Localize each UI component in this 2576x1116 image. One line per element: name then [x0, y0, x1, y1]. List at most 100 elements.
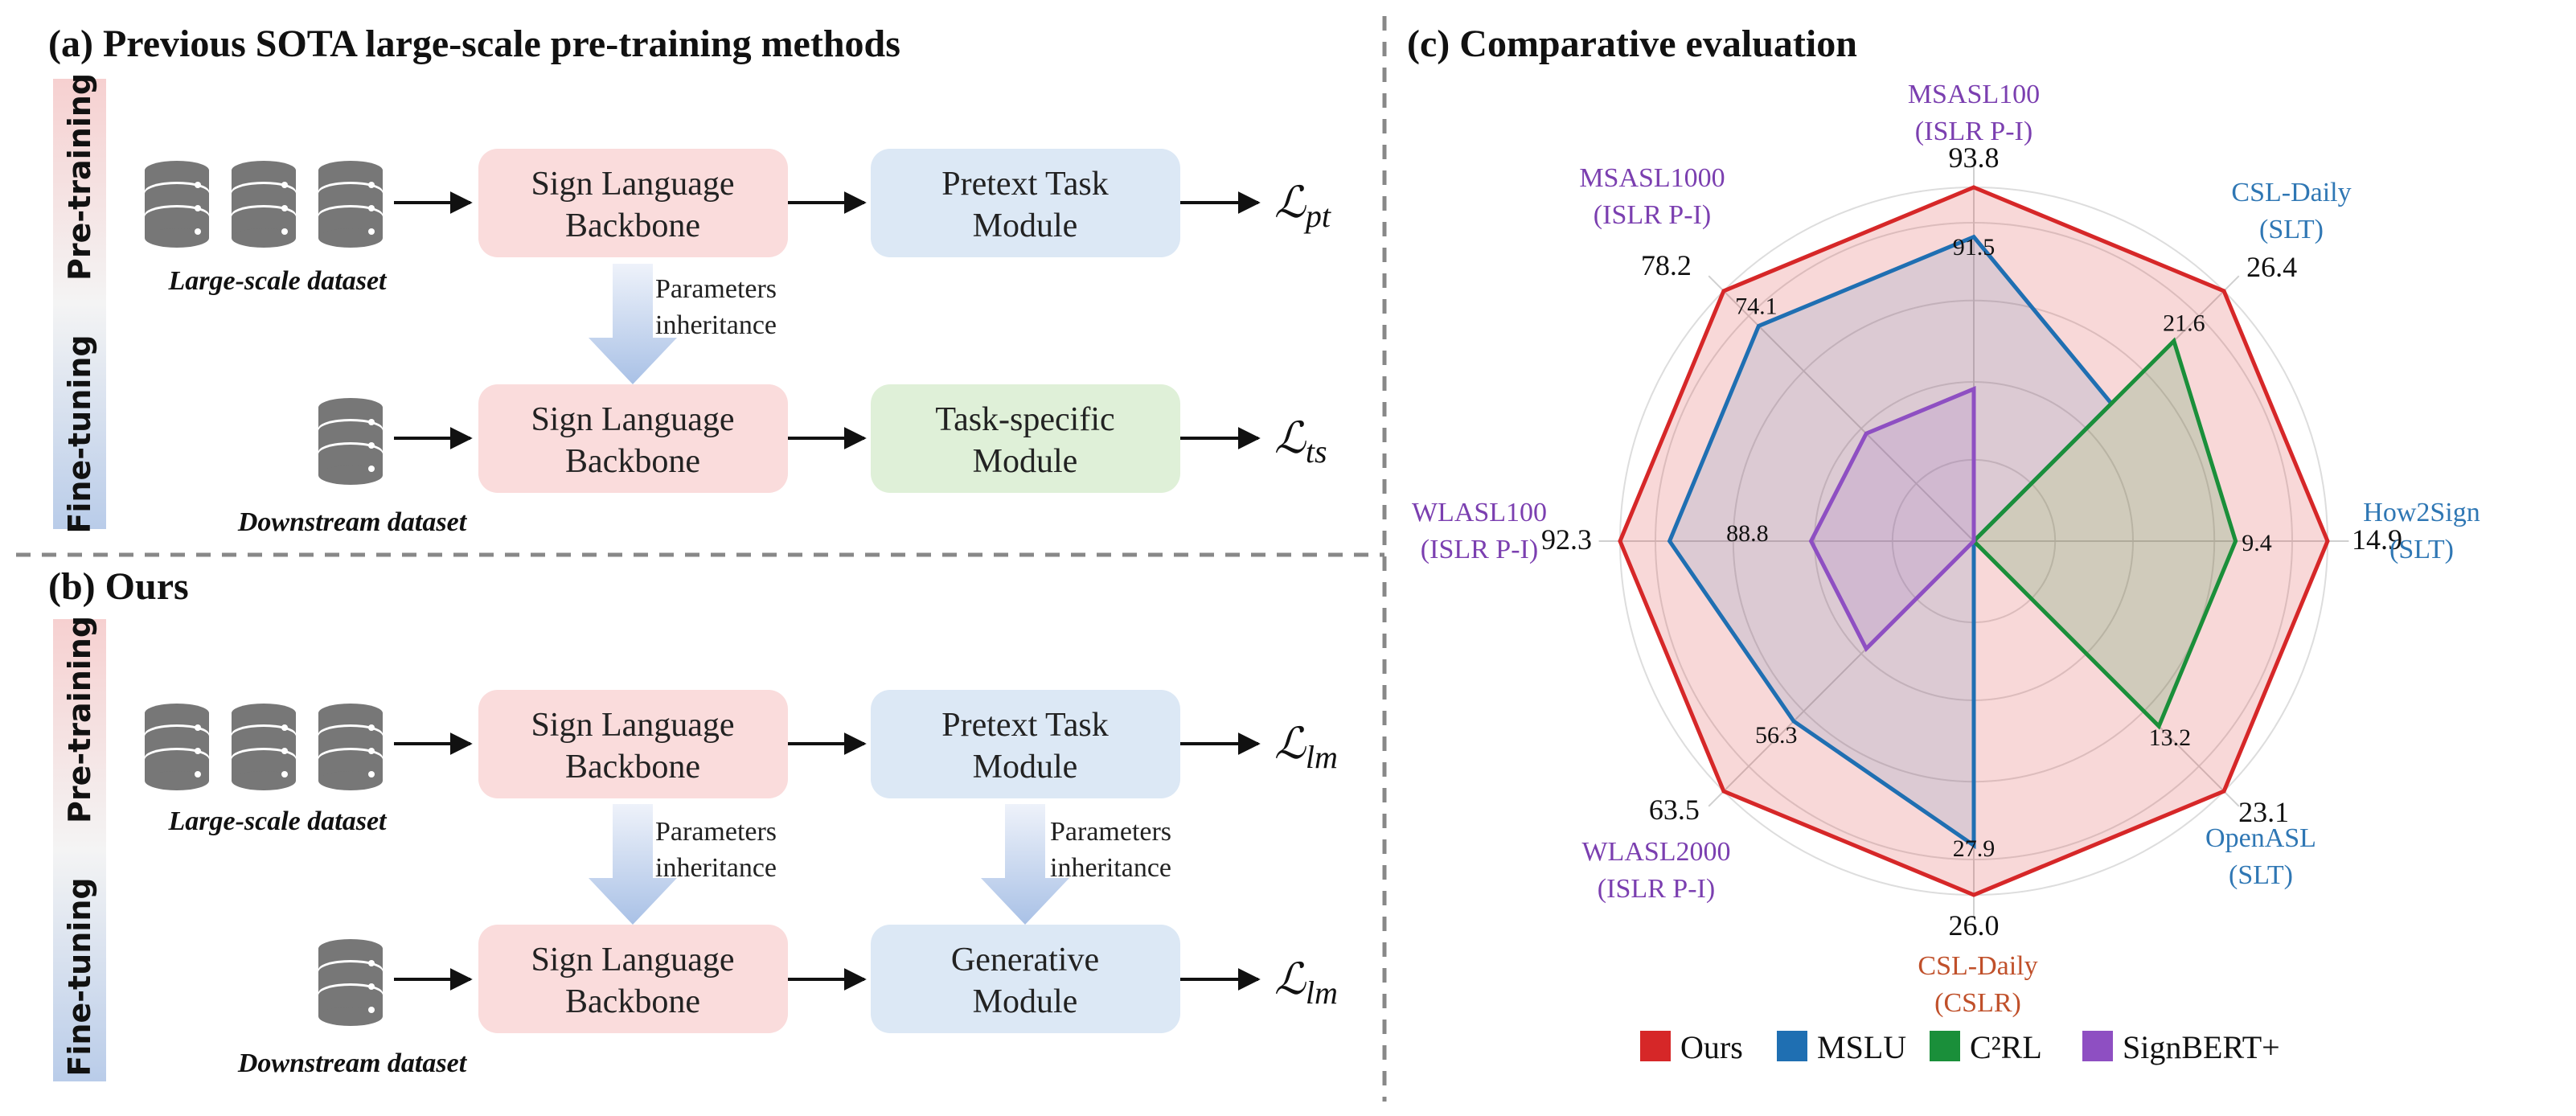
ring-value-label: 91.5	[1953, 234, 1996, 261]
axis-label-name: CSL-Daily	[1918, 951, 2037, 981]
legend-swatch	[1930, 1031, 1960, 1061]
ours-value-label: 93.8	[1949, 142, 2000, 174]
box-line-1: Task-specific	[935, 401, 1114, 438]
ring-value-label: 27.9	[1953, 835, 1996, 862]
dataset-label: Large-scale dataset	[168, 266, 388, 296]
ours-value-label: 14.9	[2352, 523, 2402, 556]
axis-label-name: How2Sign	[2363, 498, 2480, 527]
axis-label-task: (ISLR P-I)	[1421, 535, 1538, 564]
loss-finetuning: ℒlm	[1274, 955, 1338, 1011]
ring-value-label: 21.6	[2163, 310, 2205, 337]
axis-label-task: (ISLR P-I)	[1915, 117, 2032, 146]
inheritance-label-line-1: Parameters	[1050, 817, 1171, 847]
inheritance-arrow	[981, 804, 1069, 925]
sign-language-backbone-box	[478, 925, 788, 1033]
pretext-task-module-box	[871, 690, 1180, 798]
pretext-task-module-box	[871, 149, 1180, 257]
inheritance-arrow	[589, 264, 677, 384]
box-line-1: Sign Language	[531, 401, 734, 438]
dataset-label: Downstream dataset	[237, 1048, 468, 1078]
legend-label: SignBERT+	[2123, 1029, 2280, 1065]
generative-module-box	[871, 925, 1180, 1033]
ring-value-label: 74.1	[1735, 293, 1778, 319]
loss-symbol: ℒ	[1274, 178, 1306, 227]
ours-value-label: 26.0	[1949, 909, 2000, 942]
sign-language-backbone-box	[478, 149, 788, 257]
box-line-2: Backbone	[565, 749, 700, 786]
ours-value-label: 78.2	[1641, 249, 1692, 281]
legend-label: C²RL	[1970, 1029, 2042, 1065]
loss-subscript: pt	[1303, 198, 1331, 234]
loss-pretraining: ℒpt	[1274, 178, 1331, 234]
stage-label-finetuning: Fine-tuning	[62, 334, 97, 533]
box-line-1: Sign Language	[531, 166, 734, 203]
loss-finetuning: ℒts	[1274, 414, 1327, 470]
dataset-label: Downstream dataset	[237, 507, 468, 537]
ours-value-label: 63.5	[1649, 794, 1700, 826]
stage-label-pretraining: Pre-training	[62, 73, 97, 281]
axis-label-name: MSASL100	[1908, 80, 2040, 109]
ours-value-label: 26.4	[2246, 251, 2297, 283]
loss-symbol: ℒ	[1274, 720, 1306, 768]
loss-subscript: lm	[1306, 974, 1338, 1011]
inheritance-label-line-2: inheritance	[1050, 853, 1171, 883]
inheritance-label-line-1: Parameters	[655, 817, 777, 847]
panel-b-title: (b) Ours	[48, 565, 189, 608]
axis-label-task: (CSLR)	[1934, 988, 2021, 1018]
loss-pretraining: ℒlm	[1274, 720, 1338, 775]
legend-swatch	[1777, 1031, 1807, 1061]
axis-label-name: WLASL2000	[1581, 837, 1730, 867]
axis-label-task: (ISLR P-I)	[1598, 874, 1715, 904]
stage-label-pretraining: Pre-training	[62, 616, 97, 823]
box-line-2: Module	[973, 749, 1078, 786]
box-line-2: Module	[973, 983, 1078, 1020]
inheritance-arrow	[589, 804, 677, 925]
dataset-label: Large-scale dataset	[168, 806, 388, 836]
box-line-1: Pretext Task	[941, 707, 1108, 744]
axis-label-name: OpenASL	[2205, 823, 2316, 853]
axis-label-task: (SLT)	[2259, 215, 2324, 244]
sign-language-backbone-box	[478, 690, 788, 798]
panel-b: (b) Ours Pre-training Fine-tuning Large-…	[48, 565, 1338, 1081]
box-line-2: Backbone	[565, 207, 700, 244]
box-line-1: Sign Language	[531, 942, 734, 979]
ours-value-label: 92.3	[1541, 523, 1592, 556]
series-c-rl	[1971, 337, 2238, 730]
stage-bar	[53, 619, 106, 1081]
box-line-1: Sign Language	[531, 707, 734, 744]
inheritance-label-line-2: inheritance	[655, 310, 777, 340]
loss-symbol: ℒ	[1274, 414, 1306, 462]
ring-value-label: 9.4	[2242, 530, 2272, 556]
ours-value-label: 23.1	[2238, 796, 2289, 828]
inheritance-label-line-1: Parameters	[655, 274, 777, 304]
legend-label: MSLU	[1817, 1029, 1906, 1065]
loss-symbol: ℒ	[1274, 955, 1306, 1003]
axis-label-task: (ISLR P-I)	[1594, 200, 1711, 230]
stage-bar	[53, 79, 106, 529]
panel-a: (a) Previous SOTA large-scale pre-traini…	[48, 23, 1331, 537]
axis-label-name: WLASL100	[1412, 498, 1547, 527]
sign-language-backbone-box	[478, 384, 788, 493]
grid-spoke	[1708, 275, 1975, 542]
database-icon	[318, 939, 383, 1026]
box-line-2: Module	[973, 207, 1078, 244]
legend-swatch	[2082, 1031, 2113, 1061]
box-line-1: Pretext Task	[941, 166, 1108, 203]
ring-value-label: 88.8	[1726, 520, 1769, 547]
panel-c: (c) Comparative evaluation 93.891.526.42…	[1407, 23, 2480, 1065]
database-icon	[145, 161, 383, 248]
database-icon	[145, 704, 383, 790]
stage-label-finetuning: Fine-tuning	[62, 877, 97, 1076]
axis-label-task: (SLT)	[2229, 860, 2293, 890]
box-line-2: Backbone	[565, 443, 700, 480]
database-icon	[318, 398, 383, 485]
inheritance-label-line-2: inheritance	[655, 853, 777, 883]
ring-value-label: 13.2	[2149, 724, 2192, 751]
loss-subscript: ts	[1306, 433, 1327, 470]
box-line-2: Module	[973, 443, 1078, 480]
axis-label-name: MSASL1000	[1579, 163, 1725, 193]
loss-subscript: lm	[1306, 739, 1338, 775]
axis-label-name: CSL-Daily	[2231, 178, 2351, 207]
